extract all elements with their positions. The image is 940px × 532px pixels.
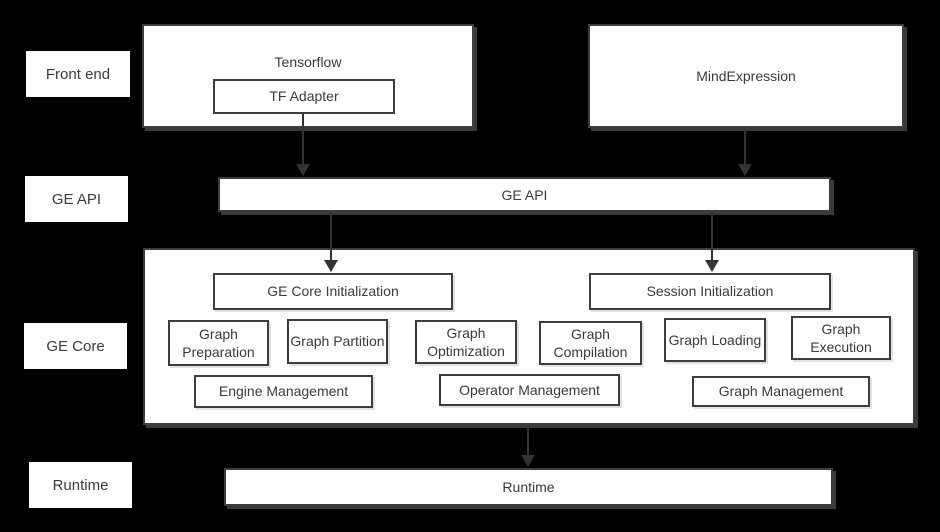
mindexpression-box: MindExpression bbox=[588, 24, 904, 128]
ge-core-init-box: GE Core Initialization bbox=[213, 273, 453, 310]
arrow-shaft bbox=[302, 114, 304, 166]
arrow-ge-core-to-runtime bbox=[521, 425, 535, 467]
graph-loading-box: Graph Loading bbox=[664, 318, 766, 362]
ge-core-init-label: GE Core Initialization bbox=[267, 283, 399, 300]
side-label-ge-core-text: GE Core bbox=[46, 337, 105, 355]
side-label-front-end: Front end bbox=[26, 51, 130, 97]
graph-optimization-box: Graph Optimization bbox=[415, 320, 517, 364]
tensorflow-box: Tensorflow TF Adapter bbox=[142, 24, 474, 128]
graph-execution-label: Graph Execution bbox=[810, 320, 872, 355]
arrow-down-head-icon bbox=[705, 260, 719, 272]
operator-management-box: Operator Management bbox=[439, 374, 620, 406]
ge-api-bar: GE API bbox=[218, 177, 831, 212]
arrow-ge-api-to-ge-core-init bbox=[324, 212, 338, 272]
arrow-shaft bbox=[330, 212, 332, 262]
side-label-ge-core: GE Core bbox=[24, 323, 127, 369]
operator-management-label: Operator Management bbox=[459, 381, 600, 398]
arrow-down-head-icon bbox=[738, 164, 752, 176]
runtime-bar-label: Runtime bbox=[502, 479, 555, 495]
arrow-mindexpression-to-ge-api bbox=[738, 128, 752, 176]
arrow-down-head-icon bbox=[324, 260, 338, 272]
side-label-ge-api-text: GE API bbox=[51, 190, 102, 208]
tf-adapter-label: TF Adapter bbox=[269, 88, 339, 105]
graph-partition-box: Graph Partition bbox=[287, 319, 388, 364]
side-label-ge-api: GE API bbox=[25, 176, 128, 222]
graph-optimization-label: Graph Optimization bbox=[427, 324, 505, 359]
tensorflow-label: Tensorflow bbox=[274, 54, 342, 70]
tf-adapter-box: TF Adapter bbox=[213, 79, 395, 114]
side-label-runtime-text: Runtime bbox=[52, 476, 109, 494]
side-label-runtime: Runtime bbox=[29, 462, 132, 508]
graph-partition-label: Graph Partition bbox=[290, 333, 385, 350]
runtime-bar: Runtime bbox=[224, 468, 833, 506]
session-init-box: Session Initialization bbox=[589, 273, 831, 310]
arrow-tf-adapter-to-ge-api bbox=[296, 114, 310, 176]
graph-execution-box: Graph Execution bbox=[791, 316, 891, 360]
arrow-ge-api-to-session-init bbox=[705, 212, 719, 272]
session-init-label: Session Initialization bbox=[646, 283, 774, 300]
graph-preparation-label: Graph Preparation bbox=[182, 325, 255, 360]
arrow-shaft bbox=[711, 212, 713, 262]
arrow-down-head-icon bbox=[296, 164, 310, 176]
arrow-down-head-icon bbox=[521, 455, 535, 467]
graph-management-label: Graph Management bbox=[718, 383, 844, 400]
engine-management-box: Engine Management bbox=[194, 375, 373, 408]
arrow-shaft bbox=[527, 425, 529, 457]
graph-loading-label: Graph Loading bbox=[668, 331, 762, 348]
graph-management-box: Graph Management bbox=[692, 376, 870, 407]
side-label-front-end-text: Front end bbox=[45, 65, 111, 83]
mindexpression-label: MindExpression bbox=[696, 68, 796, 84]
arrow-shaft bbox=[744, 128, 746, 166]
graph-compilation-label: Graph Compilation bbox=[553, 325, 628, 360]
ge-api-bar-label: GE API bbox=[501, 186, 548, 203]
graph-preparation-box: Graph Preparation bbox=[168, 320, 269, 366]
engine-management-label: Engine Management bbox=[218, 383, 349, 400]
graph-compilation-box: Graph Compilation bbox=[539, 321, 642, 365]
